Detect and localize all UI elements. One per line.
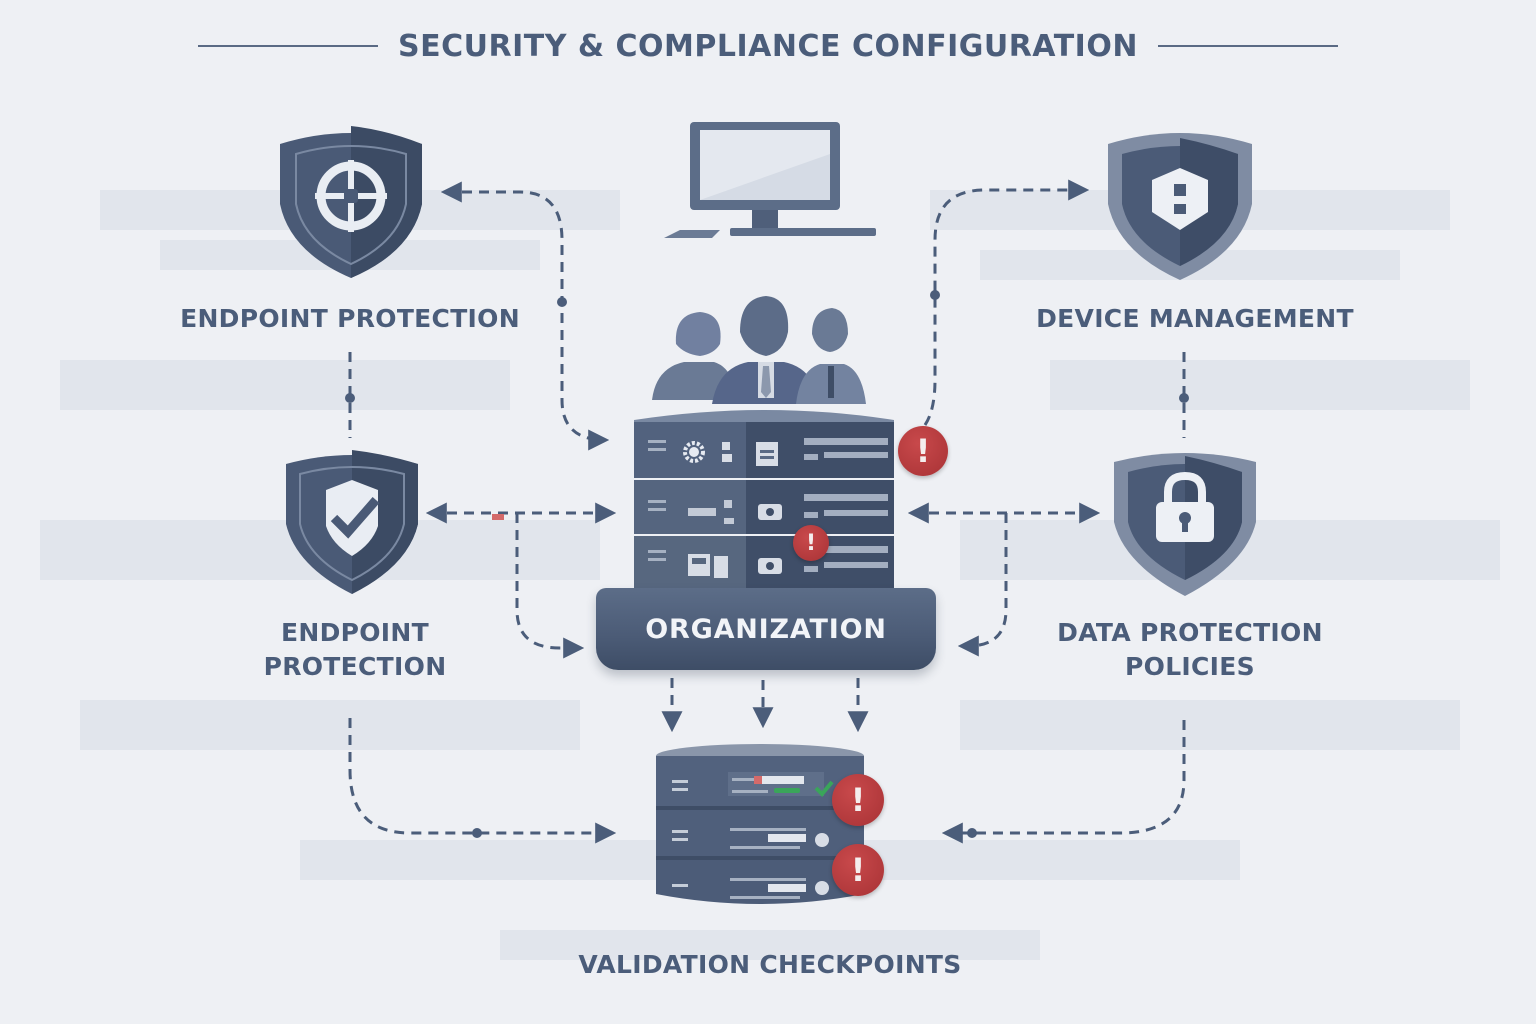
connector-endpoint-mid-branch bbox=[515, 513, 585, 659]
organization-label: ORGANIZATION bbox=[645, 613, 887, 645]
organization-node[interactable]: ORGANIZATION bbox=[596, 588, 936, 670]
data-protection-policies-label-line1: DATA PROTECTION bbox=[1057, 618, 1323, 647]
data-protection-policies-node[interactable] bbox=[1110, 446, 1260, 600]
server-stack-icon bbox=[634, 410, 894, 590]
page-title: SECURITY & COMPLIANCE CONFIGURATION bbox=[398, 28, 1138, 64]
title-rule-right bbox=[1157, 45, 1338, 47]
endpoint-protection-mid-label-line2: PROTECTION bbox=[263, 652, 447, 681]
endpoint-protection-top-node[interactable] bbox=[272, 124, 430, 286]
endpoint-protection-mid-label: ENDPOINT PROTECTION bbox=[240, 616, 470, 684]
device-management-node[interactable] bbox=[1102, 124, 1258, 286]
target-shield-icon bbox=[280, 126, 422, 278]
alert-icon-org-top[interactable]: ! bbox=[898, 426, 948, 476]
connector-data-protection-branch bbox=[957, 513, 1008, 657]
connector-endpoint-to-validation bbox=[348, 718, 617, 844]
alert-glyph: ! bbox=[850, 781, 866, 819]
alert-glyph: ! bbox=[805, 530, 817, 556]
endpoint-protection-mid-label-line1: ENDPOINT bbox=[280, 618, 429, 647]
endpoint-protection-mid-node[interactable] bbox=[282, 448, 422, 600]
users-group-node bbox=[648, 292, 882, 408]
monitor-icon bbox=[664, 122, 876, 238]
endpoint-protection-top-label: ENDPOINT PROTECTION bbox=[180, 304, 520, 333]
database-stack-icon bbox=[656, 744, 864, 904]
connector-data-protection-to-validation bbox=[941, 720, 1186, 844]
lock-shield-icon bbox=[1114, 453, 1256, 596]
alert-glyph: ! bbox=[850, 851, 866, 889]
validation-checkpoints-db[interactable] bbox=[654, 742, 870, 916]
data-protection-policies-label-line2: POLICIES bbox=[1125, 652, 1255, 681]
data-protection-policies-label: DATA PROTECTION POLICIES bbox=[1030, 616, 1350, 684]
users-group-icon bbox=[652, 296, 866, 404]
device-management-label: DEVICE MANAGEMENT bbox=[1036, 304, 1354, 333]
workstation-node[interactable] bbox=[660, 118, 880, 248]
alert-icon-org-bottom[interactable]: ! bbox=[793, 525, 829, 561]
title-rule-left bbox=[198, 45, 379, 47]
validation-checkpoints-label: VALIDATION CHECKPOINTS bbox=[578, 950, 962, 979]
alert-icon-validation-bottom[interactable]: ! bbox=[832, 844, 884, 896]
page-header: SECURITY & COMPLIANCE CONFIGURATION bbox=[0, 24, 1536, 68]
connector-endpoint-top-to-org bbox=[440, 181, 610, 451]
device-shield-icon bbox=[1108, 133, 1252, 280]
check-shield-icon bbox=[286, 450, 418, 594]
alert-glyph: ! bbox=[915, 432, 931, 470]
organization-server-stack[interactable] bbox=[628, 404, 904, 598]
alert-icon-validation-top[interactable]: ! bbox=[832, 774, 884, 826]
